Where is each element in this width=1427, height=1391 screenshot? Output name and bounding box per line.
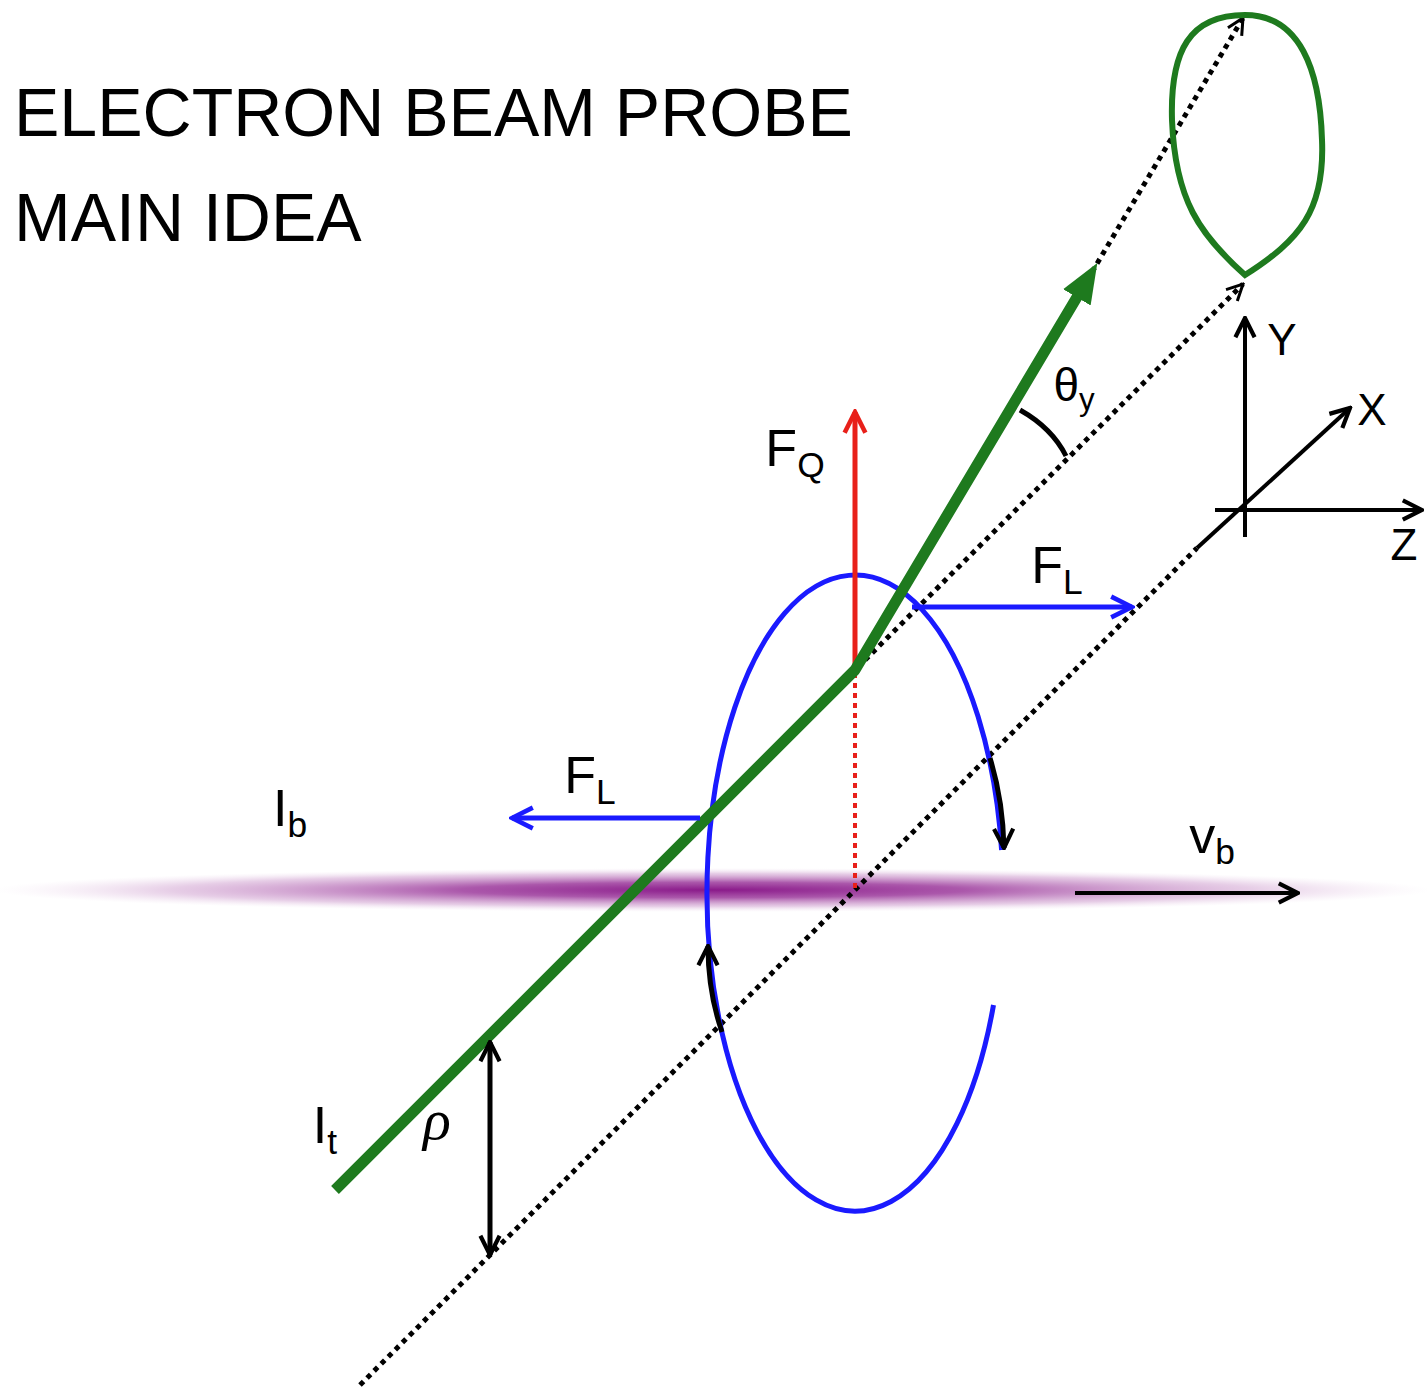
impact-distance-label: ρ <box>423 1087 451 1152</box>
axis-label: X <box>1357 385 1386 434</box>
axis-label: Y <box>1267 315 1296 364</box>
charge-force-guide <box>853 672 857 888</box>
label-anchor: vb <box>1189 809 1235 861</box>
label-subscript: b <box>287 805 307 844</box>
charge-force-label: FQ <box>765 419 824 477</box>
label-subscript: y <box>1079 382 1095 417</box>
label-anchor: Ib <box>273 782 307 834</box>
angle-label: θy <box>1053 359 1094 411</box>
screen-trace <box>1172 15 1322 275</box>
label-main: I <box>273 779 287 837</box>
probe-axis-line <box>360 548 1197 1385</box>
label-anchor: It <box>313 1099 337 1151</box>
label-subscript: b <box>1215 832 1235 871</box>
axis-label: Z <box>1391 520 1418 569</box>
particle-beam <box>0 868 1427 912</box>
label-anchor: X <box>1357 388 1386 432</box>
title: ELECTRON BEAM PROBE MAIN IDEA <box>14 60 974 270</box>
probe-trajectory <box>335 287 1083 1190</box>
label-subscript: L <box>596 772 616 811</box>
x-axis <box>1197 408 1350 548</box>
lorentz-force-arrow <box>512 816 700 821</box>
probe-current-label: It <box>313 1096 337 1154</box>
lorentz-force-label: FL <box>564 746 615 804</box>
label-anchor: ρ <box>423 1091 451 1149</box>
label-anchor: FL <box>1031 539 1082 591</box>
label-anchor: θy <box>1053 362 1094 408</box>
velocity-arrow <box>1075 891 1298 895</box>
label-main: F <box>1031 536 1063 594</box>
label-anchor: Y <box>1267 318 1296 362</box>
label-main: F <box>765 419 797 477</box>
label-anchor: FQ <box>765 422 824 474</box>
angle-arc <box>1020 410 1066 456</box>
beam-current-label: Ib <box>273 779 307 837</box>
velocity-label: vb <box>1189 806 1235 864</box>
charge-force-arrow <box>853 412 858 666</box>
label-subscript: L <box>1063 562 1083 601</box>
lorentz-force-arrow <box>912 605 1132 610</box>
label-main: I <box>313 1096 327 1154</box>
impact-distance-arrow <box>488 1042 493 1255</box>
z-axis <box>1215 508 1422 512</box>
label-main: θ <box>1053 359 1079 411</box>
field-direction-arrow <box>990 758 1004 848</box>
label-main: v <box>1189 806 1215 864</box>
label-anchor: FL <box>564 749 615 801</box>
label-subscript: Q <box>797 445 825 484</box>
field-direction-arrow <box>708 946 722 1032</box>
label-anchor: Z <box>1391 523 1418 567</box>
label-subscript: t <box>327 1122 337 1161</box>
lorentz-force-label: FL <box>1031 536 1082 594</box>
deflected-line <box>1092 18 1243 272</box>
label-main: F <box>564 746 596 804</box>
